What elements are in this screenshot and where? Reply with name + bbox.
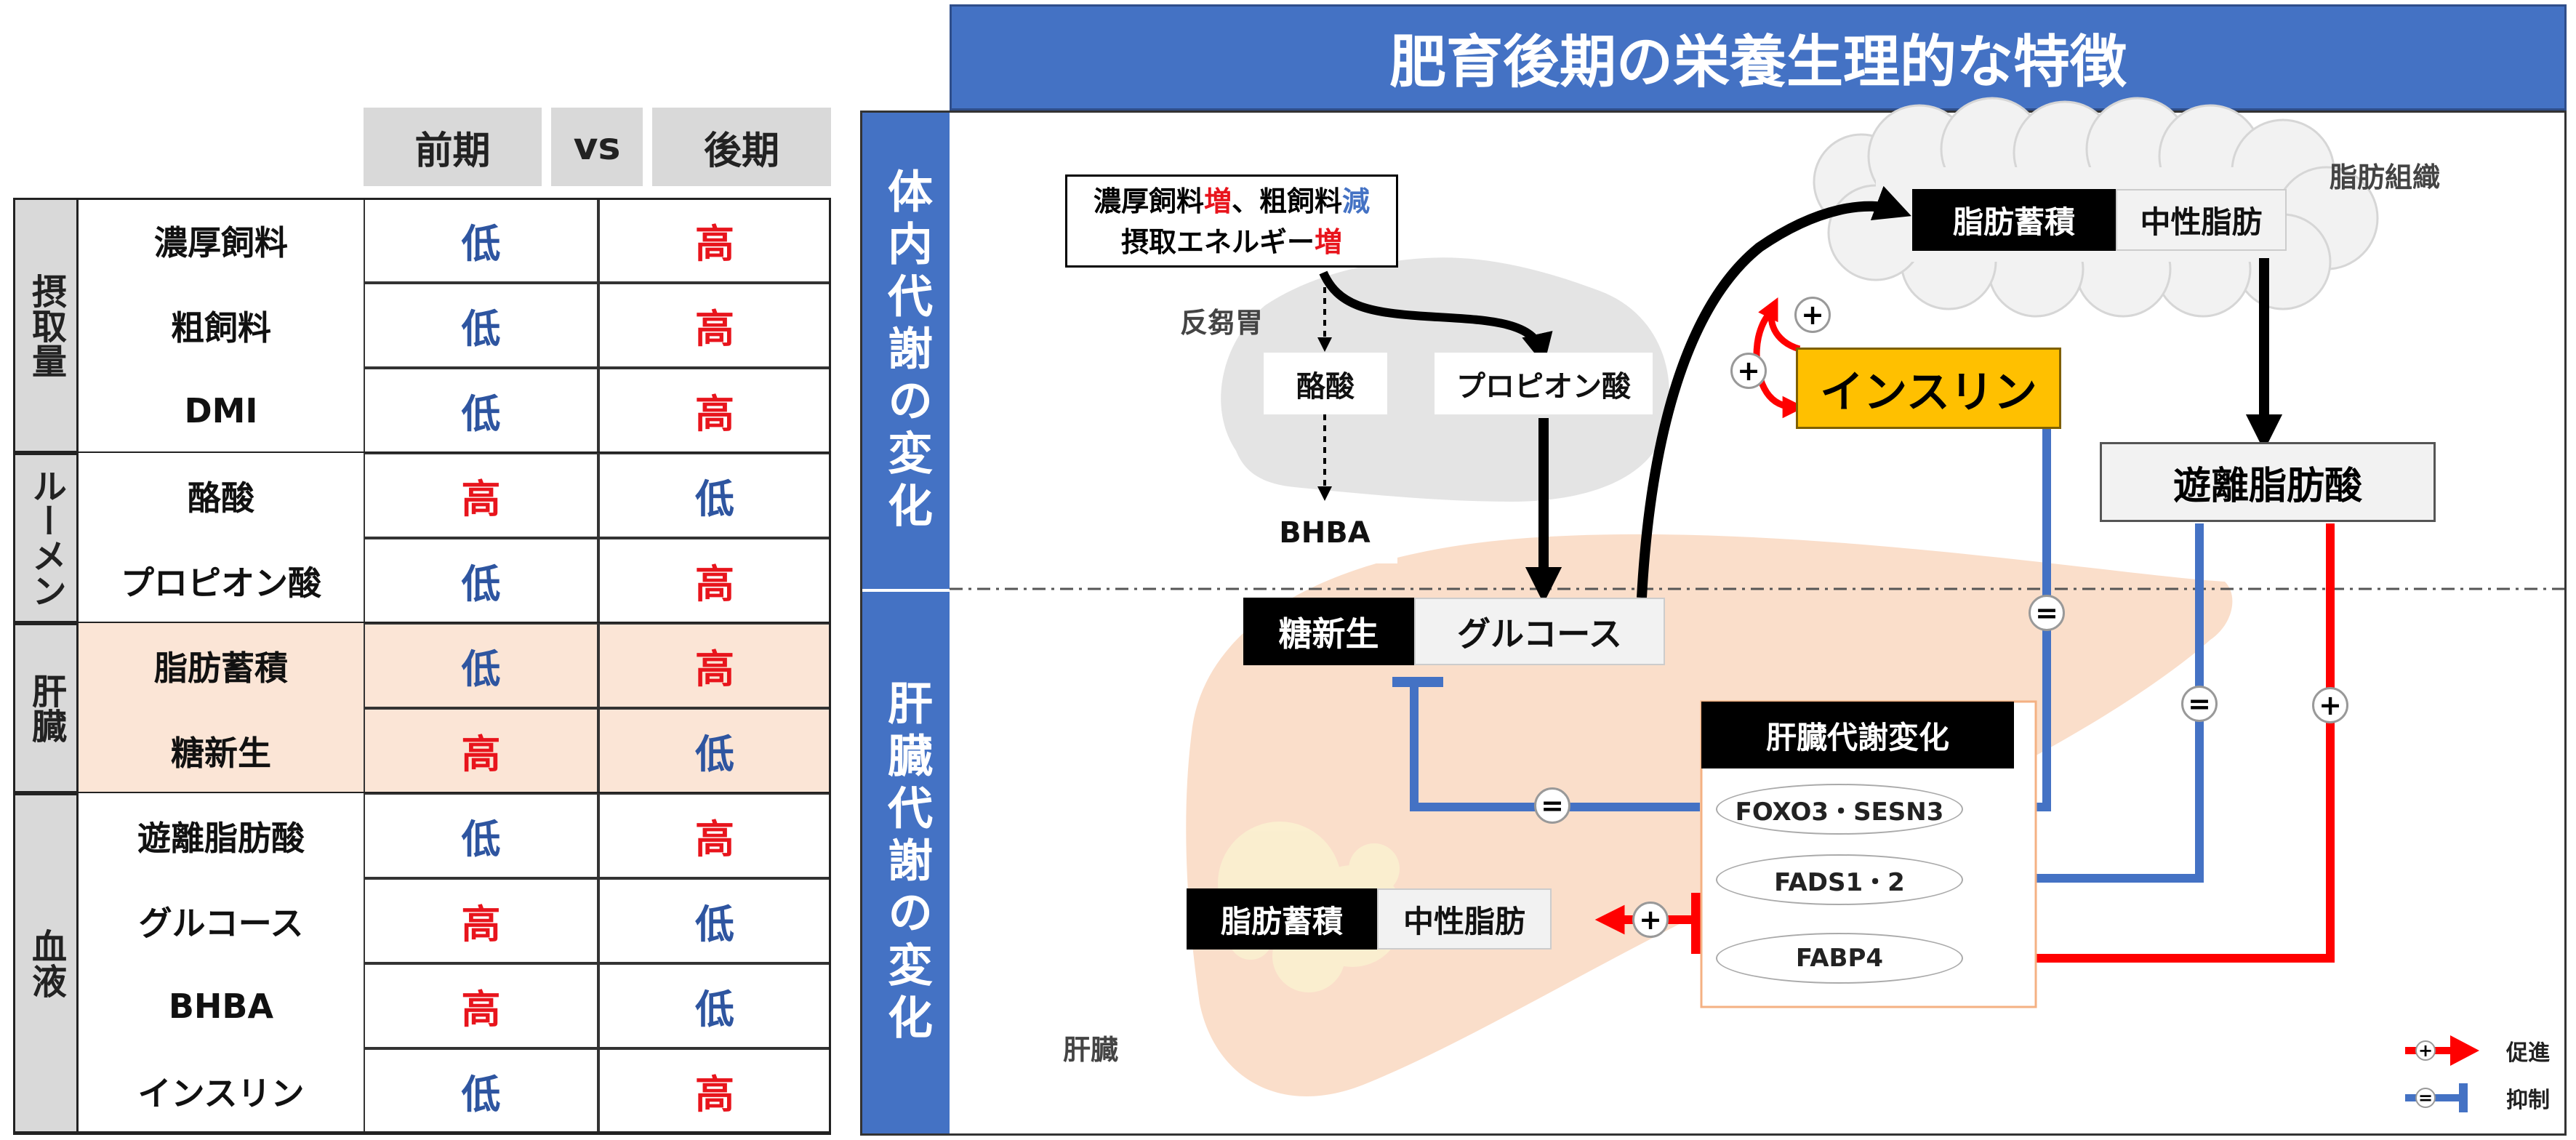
adipose-label: 脂肪組織 xyxy=(2329,161,2440,193)
late-value: 高 xyxy=(598,198,831,283)
promote-badge: + xyxy=(1794,297,1831,333)
row-label: グルコース xyxy=(138,903,304,943)
intake-line2-inc: 増 xyxy=(1315,226,1343,258)
inhibit-badge: = xyxy=(2029,595,2065,631)
row-label: DMI xyxy=(184,390,258,430)
inhibit-badge: = xyxy=(2181,686,2218,722)
row-label: BHBA xyxy=(168,986,274,1026)
row-label: 酪酸 xyxy=(188,478,254,518)
glucose-box: グルコース xyxy=(1414,598,1665,665)
row-label: 遊離脂肪酸 xyxy=(137,818,305,858)
header-vs: vs xyxy=(551,108,643,186)
intake-line1-dec: 減 xyxy=(1342,185,1371,217)
early-value: 低 xyxy=(364,283,598,368)
promote-badge: + xyxy=(1730,353,1767,389)
liver-neutral-fat: 中性脂肪 xyxy=(1377,888,1552,950)
row-label: プロピオン酸 xyxy=(121,563,321,603)
intake-line1-b: 、粗飼料 xyxy=(1232,185,1343,217)
header-early: 前期 xyxy=(364,108,542,186)
group-label: 摂取量 xyxy=(13,198,79,453)
liver-label: 肝臓 xyxy=(1062,1033,1118,1066)
late-value: 高 xyxy=(598,793,831,878)
butyrate-box: 酪酸 xyxy=(1264,353,1387,414)
promote-badge: + xyxy=(2312,687,2348,723)
propionate-box: プロピオン酸 xyxy=(1435,353,1653,414)
intake-line1-a: 濃厚飼料 xyxy=(1093,185,1204,217)
early-value: 低 xyxy=(364,538,598,623)
legend-promote: 促進 xyxy=(2506,1040,2550,1066)
adipose-fat-accum: 脂肪蓄積 xyxy=(1912,189,2116,251)
promote-badge: + xyxy=(1632,902,1669,938)
early-value: 低 xyxy=(364,793,598,878)
arrow-insulin-self-loop xyxy=(1753,306,1805,419)
row-label: 糖新生 xyxy=(171,733,271,773)
intake-line1-inc: 増 xyxy=(1203,185,1232,217)
arrow-glucose-adipose xyxy=(1637,185,1911,598)
insulin-box: インスリン xyxy=(1796,348,2061,429)
legend-inhibit: 抑制 xyxy=(2506,1088,2550,1113)
row-label: 粗飼料 xyxy=(171,308,271,348)
arrow-ffa-fabp4 xyxy=(1991,523,2335,974)
ffa-box: 遊離脂肪酸 xyxy=(2100,442,2436,522)
side-label-liver: 肝臓代謝の変化 xyxy=(862,592,950,1133)
diagram-title: 肥育後期の栄養生理的な特徴 xyxy=(950,4,2567,111)
late-value: 高 xyxy=(598,1048,831,1133)
early-value: 高 xyxy=(364,878,598,963)
gluconeo-box: 糖新生 xyxy=(1243,598,1414,665)
gene-fabp4: FABP4 xyxy=(1716,933,1963,984)
header-late: 後期 xyxy=(652,108,831,186)
row-label: インスリン xyxy=(137,1073,305,1113)
svg-text:=: = xyxy=(2418,1088,2433,1108)
liver-change-title: 肝臓代謝変化 xyxy=(1701,702,2014,768)
table-frame xyxy=(13,198,831,1133)
intake-box: 濃厚飼料増、粗飼料減 摂取エネルギー増 xyxy=(1065,174,1398,268)
adipose-neutral-fat: 中性脂肪 xyxy=(2116,189,2287,251)
early-value: 低 xyxy=(364,623,598,708)
early-value: 高 xyxy=(364,453,598,538)
group-label: ルーメン xyxy=(13,453,79,623)
inhibit-badge: = xyxy=(1534,787,1570,824)
early-value: 高 xyxy=(364,963,598,1048)
side-label-body: 体内代謝の変化 xyxy=(862,113,950,589)
arrow-intake-propionate xyxy=(1319,270,1553,365)
liver-fat-accum: 脂肪蓄積 xyxy=(1187,888,1377,950)
gene-fads: FADS1・2 xyxy=(1716,854,1963,905)
row-label: 脂肪蓄積 xyxy=(154,648,288,688)
legend-graphics: + = xyxy=(2405,1035,2479,1112)
intake-line2-a: 摂取エネルギー xyxy=(1120,226,1315,258)
group-separator xyxy=(13,1132,831,1135)
rumen-label: 反芻胃 xyxy=(1179,306,1263,339)
group-background xyxy=(79,198,831,453)
svg-text:+: + xyxy=(2418,1040,2433,1061)
row-label: 濃厚飼料 xyxy=(154,222,288,262)
bhba-box: BHBA xyxy=(1252,502,1397,563)
gene-foxo3: FOXO3・SESN3 xyxy=(1716,784,1963,835)
